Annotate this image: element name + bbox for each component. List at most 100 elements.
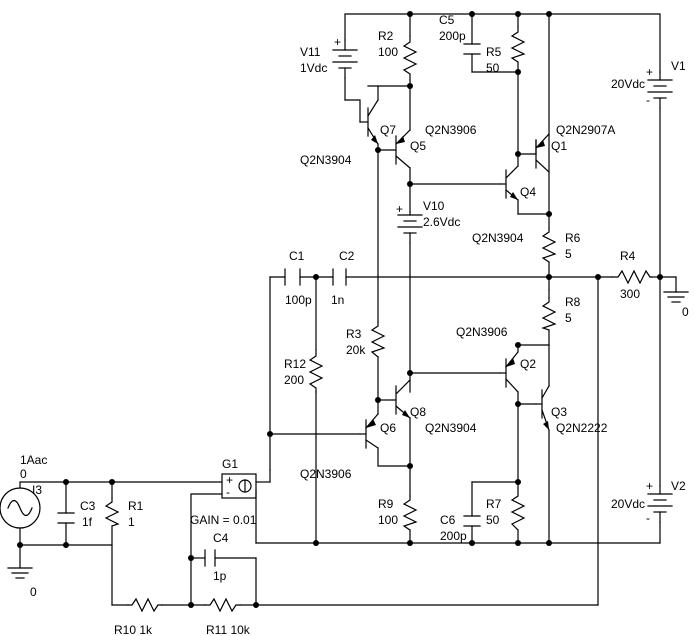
label-q8-model: Q2N3904 <box>425 421 477 435</box>
label-v1-name: V1 <box>671 59 686 73</box>
svg-text:+: + <box>396 202 403 216</box>
label-r6-name: R6 <box>565 231 581 245</box>
label-q4-name: Q4 <box>520 185 536 199</box>
g1-transconductance-block: + - <box>221 473 257 499</box>
label-r9-name: R9 <box>378 497 394 511</box>
component-labels: V11 1Vdc R2 100 C5 200p R5 50 V1 20Vdc Q… <box>20 13 689 636</box>
label-v11-value: 1Vdc <box>300 61 327 75</box>
label-c6-name: C6 <box>440 513 456 527</box>
svg-text:+: + <box>646 479 653 493</box>
capacitor-c5 <box>463 43 481 55</box>
junction-dots <box>17 11 663 608</box>
label-r12-value: 200 <box>284 373 304 387</box>
label-c2-name: C2 <box>339 249 355 263</box>
label-q7-name: Q7 <box>380 123 396 137</box>
resistors <box>104 25 653 613</box>
ground-input <box>7 567 33 579</box>
label-c4-value: 1p <box>213 569 227 583</box>
label-r8-name: R8 <box>565 295 581 309</box>
ac-current-source-i3 <box>0 487 41 529</box>
resistor-r5 <box>510 25 526 63</box>
capacitors <box>57 43 481 567</box>
resistor-r7 <box>510 487 526 531</box>
svg-text:+: + <box>334 35 341 49</box>
label-q6-model: Q2N3906 <box>300 467 352 481</box>
resistor-r10 <box>127 597 163 613</box>
label-r3-name: R3 <box>346 327 362 341</box>
capacitor-c3 <box>57 512 75 524</box>
label-r4-name: R4 <box>620 249 636 263</box>
battery-v1: + - <box>646 65 673 109</box>
label-c3-value: 1f <box>82 515 93 529</box>
label-c1-name: C1 <box>289 249 305 263</box>
label-q3-name: Q3 <box>551 405 567 419</box>
label-r2-name: R2 <box>378 29 394 43</box>
capacitor-c4 <box>204 549 216 567</box>
label-g1-gain: GAIN = 0.01 <box>190 513 257 527</box>
label-r10: R10 1k <box>114 623 153 636</box>
capacitor-c6 <box>463 515 481 527</box>
label-c2-value: 1n <box>331 293 344 307</box>
label-q6-name: Q6 <box>380 421 396 435</box>
label-r1-value: 1 <box>128 515 135 529</box>
label-c4-name: C4 <box>213 531 229 545</box>
svg-text:-: - <box>646 93 650 107</box>
resistor-r6 <box>541 227 557 263</box>
label-i3-name: I3 <box>32 483 42 497</box>
label-g1-name: G1 <box>222 457 238 471</box>
resistor-r1 <box>104 497 120 527</box>
label-q3-model: Q2N2222 <box>556 421 608 435</box>
label-q5-model: Q2N3906 <box>425 123 477 137</box>
label-q2-model: Q2N3906 <box>456 325 508 339</box>
label-c5-name: C5 <box>439 13 455 27</box>
label-r6-value: 5 <box>565 247 572 261</box>
label-v2-value: 20Vdc <box>611 497 645 511</box>
label-ground-output: 0 <box>682 305 689 319</box>
label-v10-value: 2.6Vdc <box>423 215 460 229</box>
label-v2-name: V2 <box>671 479 686 493</box>
resistor-r11 <box>204 597 241 613</box>
resistor-r3 <box>370 321 386 358</box>
label-c1-value: 100p <box>285 293 312 307</box>
label-r12-name: R12 <box>284 357 306 371</box>
transistor-q1 <box>535 133 550 173</box>
transistor-q8 <box>391 379 411 419</box>
label-q8-name: Q8 <box>410 405 426 419</box>
label-i3-value2: 0 <box>20 467 27 481</box>
label-r11: R11 10k <box>206 623 251 636</box>
battery-v10: + <box>396 202 423 244</box>
label-q7-model: Q2N3904 <box>300 153 352 167</box>
transistor-q3 <box>535 344 550 431</box>
label-r3-value: 20k <box>346 343 366 357</box>
svg-text:-: - <box>646 511 650 525</box>
label-i3-value1: 1Aac <box>20 453 47 467</box>
label-r8-value: 5 <box>565 311 572 325</box>
label-q2-name: Q2 <box>520 357 536 371</box>
label-r5-value: 50 <box>486 61 500 75</box>
resistor-r9 <box>402 495 418 531</box>
capacitor-c1 <box>284 268 301 286</box>
svg-text:+: + <box>646 65 653 79</box>
transistor-q4 <box>499 165 519 201</box>
svg-text:+: + <box>226 473 233 487</box>
resistor-r4 <box>611 269 653 285</box>
transistor-q2 <box>499 351 519 393</box>
label-v1-value: 20Vdc <box>611 77 645 91</box>
label-r4-value: 300 <box>620 287 640 301</box>
wires <box>19 13 677 606</box>
transistor-q6 <box>359 399 379 449</box>
label-c3-name: C3 <box>80 499 96 513</box>
battery-v2: + - <box>646 479 673 525</box>
resistor-r12 <box>308 349 324 393</box>
label-r7-value: 50 <box>486 513 500 527</box>
label-r7-name: R7 <box>486 497 502 511</box>
label-r2-value: 100 <box>378 45 398 59</box>
label-q1-name: Q1 <box>551 139 567 153</box>
label-r9-value: 100 <box>378 513 398 527</box>
label-q5-name: Q5 <box>410 139 426 153</box>
resistor-r2 <box>402 35 418 81</box>
label-r5-name: R5 <box>486 45 502 59</box>
label-v11-name: V11 <box>300 45 321 59</box>
label-ground-input: 0 <box>30 585 37 599</box>
